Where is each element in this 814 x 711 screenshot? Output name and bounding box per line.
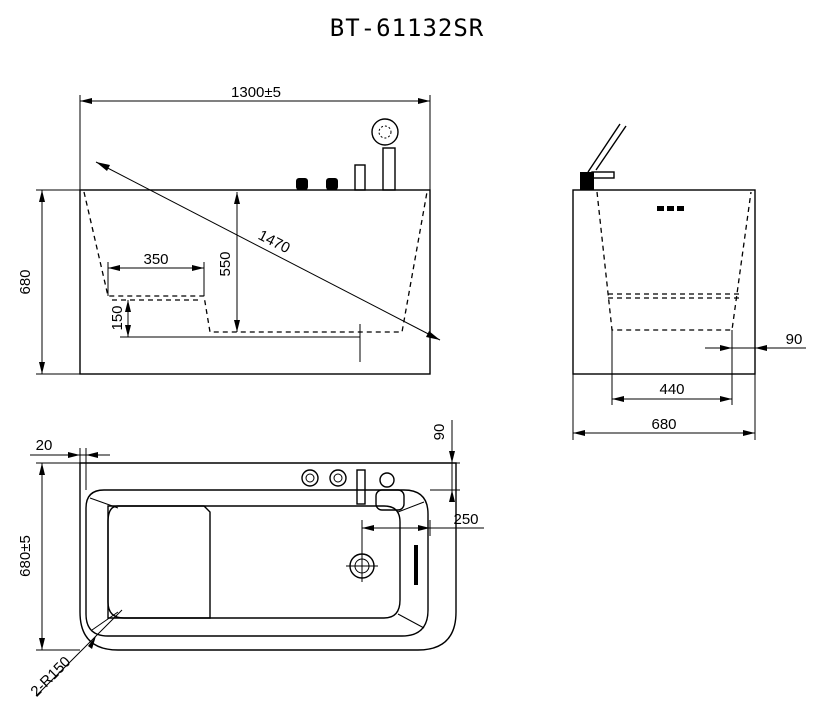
shower-holder-icon	[375, 489, 405, 511]
drawing-title: BT-61132SR	[329, 14, 485, 42]
side-dim-offset-label: 90	[786, 331, 803, 348]
overflow-icon	[414, 545, 418, 585]
valve-knob-icon	[301, 469, 319, 487]
top-dim-width-label: 680±5	[17, 535, 34, 577]
diverter-icon	[379, 472, 395, 488]
top-seat	[107, 505, 211, 619]
shower-head-icon	[371, 118, 399, 146]
dim-depth-label: 550	[217, 251, 234, 276]
dim-diagonal-label: 1470	[255, 227, 292, 257]
dim-seat-label: 350	[143, 251, 168, 268]
front-view: 1300±5 680 1470 350 550 150	[17, 84, 441, 375]
dim-height-label: 680	[17, 269, 34, 294]
hand-shower-icon	[587, 123, 621, 173]
top-dim-faucet-label: 90	[431, 424, 448, 441]
side-body-outline	[572, 189, 756, 375]
shower-holder-icon	[382, 147, 396, 191]
valve-knob-icon	[326, 178, 338, 190]
valve-knob-icon	[329, 469, 347, 487]
side-inner-profile	[596, 191, 752, 331]
side-faucet	[580, 123, 627, 190]
front-faucet-set	[296, 118, 399, 191]
spout-icon	[356, 469, 366, 505]
top-dim-drain-label: 250	[453, 511, 478, 528]
top-dim-radius-label: 2-R150	[27, 653, 74, 700]
front-inner-profile	[83, 191, 428, 333]
side-dim-width-label: 680	[651, 416, 676, 433]
dim-line-diagonal	[95, 161, 441, 341]
top-view: 20 90 250 680±5 2-R150	[17, 420, 484, 700]
faucet-spout-icon	[591, 171, 615, 179]
dim-line-radius	[35, 609, 123, 697]
side-view: 90 440 680	[572, 123, 806, 440]
spout-icon	[354, 164, 366, 191]
top-dim-rim-label: 20	[36, 437, 53, 454]
jet-icon	[667, 206, 674, 211]
front-body-outline	[79, 189, 431, 375]
faucet-base-icon	[580, 172, 594, 190]
valve-knob-icon	[296, 178, 308, 190]
shower-nozzle-icon	[378, 125, 392, 139]
side-dim-inner-label: 440	[659, 381, 684, 398]
top-outer-outline	[79, 462, 457, 651]
top-faucet-set	[301, 469, 405, 511]
dim-seat-height-label: 150	[109, 305, 126, 330]
jet-icon	[657, 206, 664, 211]
dim-width-label: 1300±5	[231, 84, 281, 101]
top-rim-outline	[85, 489, 429, 637]
jet-icon	[677, 206, 684, 211]
